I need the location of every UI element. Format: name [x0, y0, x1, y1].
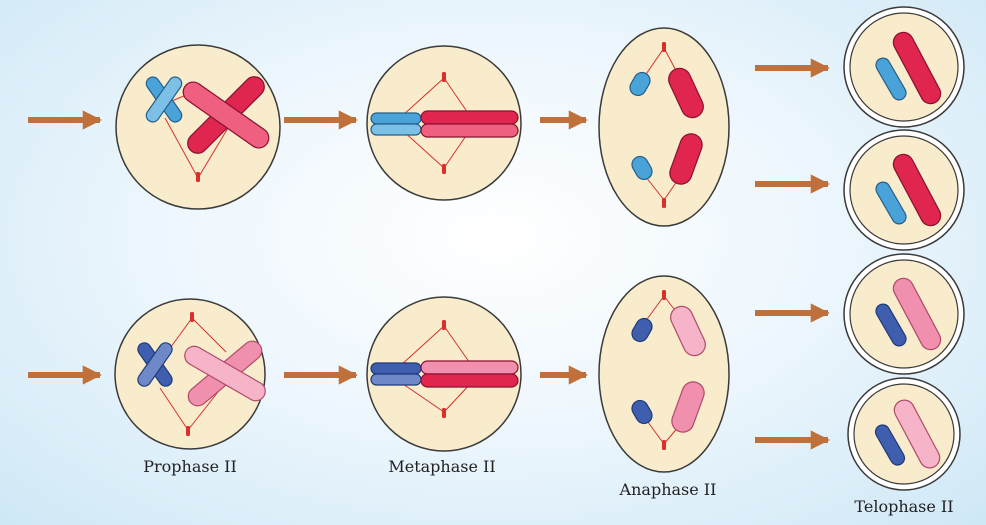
centriole	[442, 408, 446, 418]
centriole	[662, 198, 666, 208]
cell-anaphase-bottom	[598, 275, 730, 473]
chromatid-red	[668, 67, 704, 185]
chromosome-blue	[875, 181, 907, 225]
chromosome-blue	[875, 57, 907, 101]
chromosome-blue	[145, 76, 183, 123]
label-anaphase-ii: Anaphase II	[619, 480, 717, 499]
label-prophase-ii: Prophase II	[143, 457, 237, 476]
chromosome-red	[420, 110, 519, 138]
cell-telophase-bottom-1	[843, 253, 965, 375]
cell-prophase-top	[115, 44, 281, 210]
centriole	[190, 312, 194, 322]
chromosome-blue	[875, 303, 907, 347]
chromosome-pink	[893, 399, 941, 469]
chromosome-red	[892, 31, 942, 105]
chromosome-blue	[370, 112, 422, 136]
centriole	[442, 320, 446, 330]
chromatid-blue	[631, 317, 653, 425]
chromosome-red	[182, 76, 270, 154]
cell-telophase-top-2	[843, 129, 965, 251]
cell-prophase-bottom	[114, 298, 266, 450]
cell-metaphase-top	[366, 45, 522, 201]
centriole	[186, 426, 190, 436]
cell-telophase-top-1	[843, 6, 965, 128]
cell-metaphase-bottom	[366, 296, 522, 452]
cell-anaphase-top	[598, 27, 730, 227]
centriole	[196, 172, 200, 182]
centriole	[442, 72, 446, 82]
chromosome-pink	[892, 277, 942, 351]
cell-telophase-bottom-2	[847, 377, 961, 491]
chromosome-red	[892, 153, 942, 227]
centriole	[662, 290, 666, 300]
chromatid-pink	[670, 305, 706, 433]
chromosome-blue	[370, 362, 422, 386]
chromatid-blue	[629, 71, 653, 181]
centriole	[662, 440, 666, 450]
label-metaphase-ii: Metaphase II	[388, 457, 496, 476]
label-telophase-ii: Telophase II	[854, 497, 954, 516]
arrows	[28, 58, 830, 450]
chromosome-blue	[874, 424, 906, 466]
chromosome-pink	[184, 340, 266, 407]
chromosome-pink	[420, 360, 519, 388]
centriole	[442, 164, 446, 174]
chromosome-blue	[137, 342, 173, 387]
centriole	[662, 42, 666, 52]
